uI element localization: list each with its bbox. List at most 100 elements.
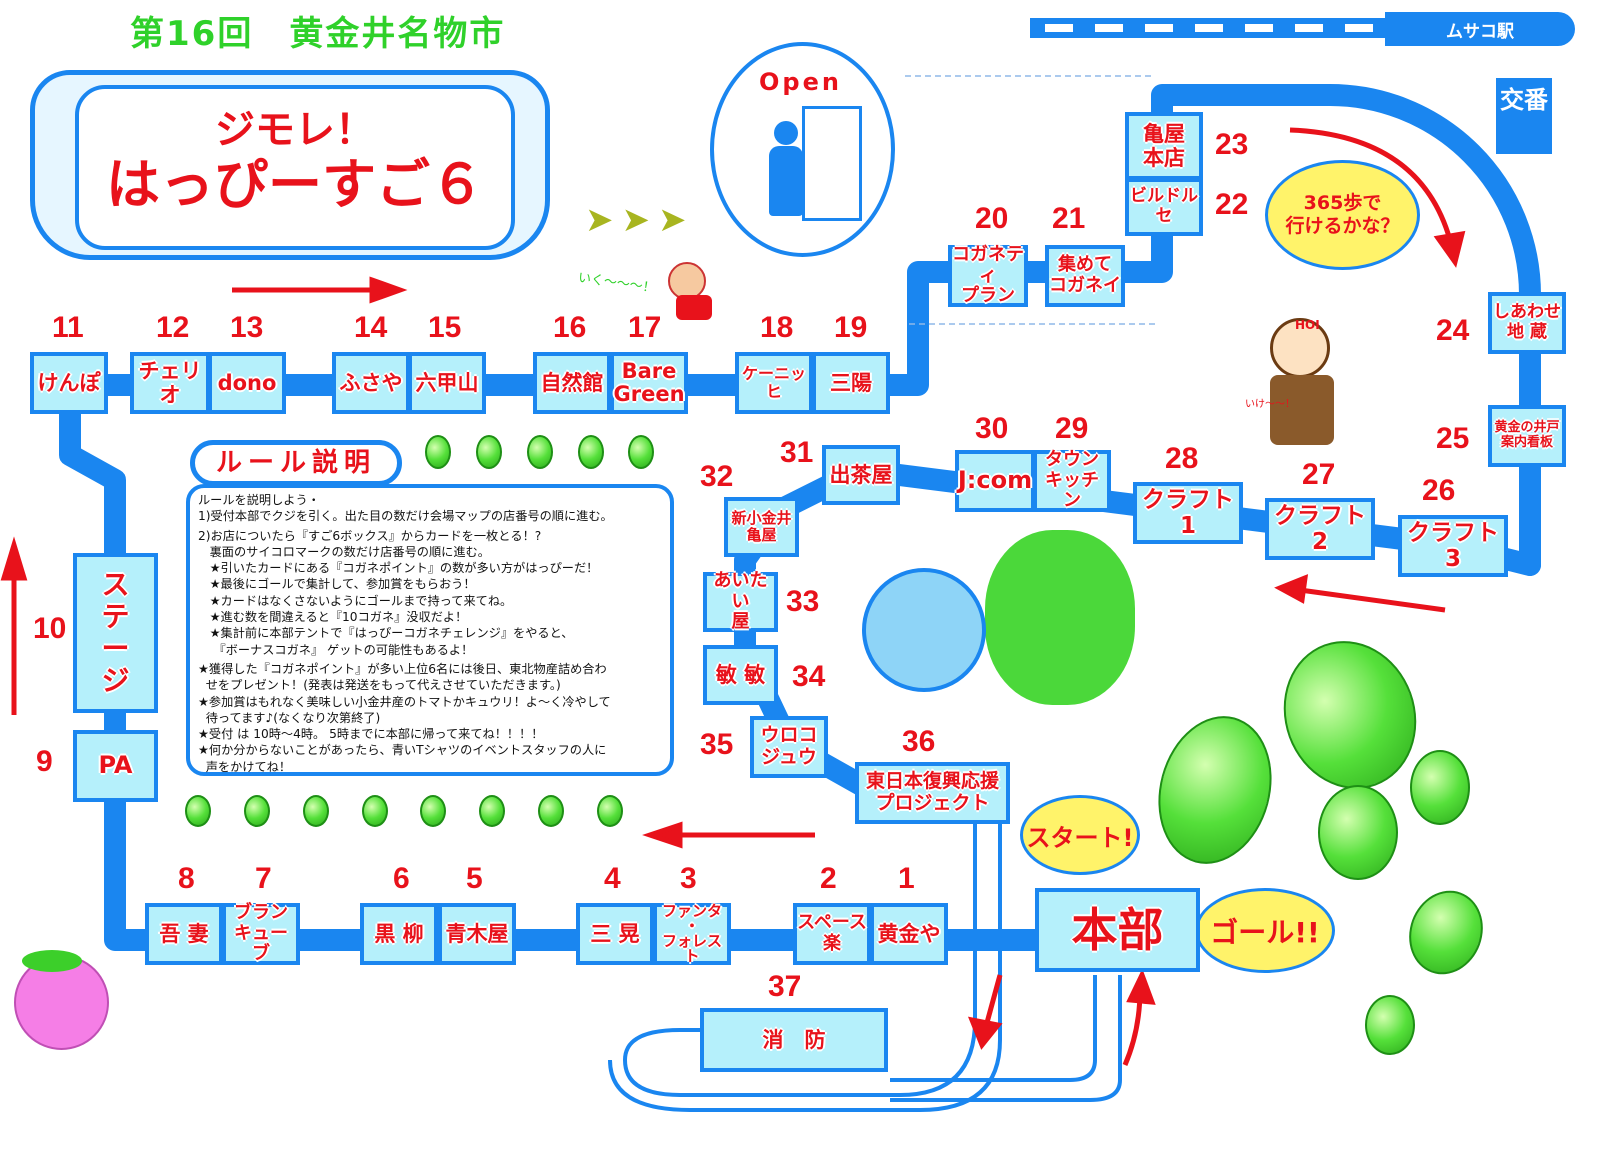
- booth-14[interactable]: ふさや: [332, 352, 410, 414]
- birds-icon: ➤➤➤: [585, 200, 695, 240]
- booth-number: 34: [792, 660, 826, 693]
- booth-number: 28: [1165, 442, 1199, 475]
- rules-line: ★カードはなくさないようにゴールまで持って来てね。: [198, 593, 513, 608]
- booth-18[interactable]: ケーニッヒ: [735, 352, 813, 414]
- booth-number: 23: [1215, 128, 1249, 161]
- booth-30[interactable]: J:com: [955, 450, 1035, 512]
- booth-number: 26: [1422, 474, 1456, 507]
- booth-11[interactable]: けんぽ: [30, 352, 108, 414]
- booth-name: 亀屋 本店: [1143, 121, 1185, 170]
- headquarters-booth[interactable]: 本部: [1035, 888, 1200, 972]
- booth-9[interactable]: PA: [73, 730, 158, 802]
- ike-speech: いけ〜〜！: [1245, 399, 1295, 410]
- booth-name: チェリオ: [138, 358, 202, 407]
- banner-line2: はっぴーすご６: [106, 153, 484, 216]
- booth-6[interactable]: 黒 柳: [360, 903, 438, 965]
- booth-2[interactable]: スペース 楽: [793, 903, 871, 965]
- koban-label: 交番: [1496, 78, 1552, 154]
- booth-1[interactable]: 黄金や: [870, 903, 948, 965]
- booth-number: 27: [1302, 458, 1336, 491]
- booth-8[interactable]: 吾 妻: [145, 903, 223, 965]
- booth-number: 31: [780, 436, 814, 469]
- dashed-guide: [905, 75, 1155, 325]
- rules-line: ★参加賞はもれなく美味しい小金井産のトマトかキュウリ！よ〜く冷やして: [198, 694, 611, 709]
- booth-name: 東日本復興応援 プロジェクト: [865, 770, 999, 814]
- booth-26[interactable]: クラフト3: [1398, 515, 1508, 577]
- booth-3[interactable]: ファンタ ・ フォレスト: [653, 903, 731, 965]
- beetle-icon: [476, 435, 502, 469]
- fountain-icon: [862, 568, 986, 692]
- booth-17[interactable]: Bare Green: [610, 352, 688, 414]
- rules-line: ★最後にゴールで集計して、参加賞をもらおう！: [198, 577, 476, 592]
- booth-number: 14: [354, 311, 388, 344]
- booth-16[interactable]: 自然館: [533, 352, 611, 414]
- booth-20[interactable]: コガネティ プラン: [948, 244, 1028, 307]
- booth-number: 4: [604, 862, 621, 895]
- booth-name: ビルドルセ: [1130, 186, 1198, 226]
- booth-5[interactable]: 青木屋: [438, 903, 516, 965]
- booth-32[interactable]: 新小金井 亀屋: [724, 497, 799, 557]
- booth-34[interactable]: 敏 敏: [703, 645, 778, 705]
- booth-name: 敏 敏: [715, 662, 766, 687]
- booth-name: dono: [217, 370, 277, 395]
- booth-number: 11: [52, 311, 84, 344]
- booth-number: 10: [33, 612, 67, 645]
- booth-36[interactable]: 東日本復興応援 プロジェクト: [855, 762, 1010, 824]
- beetle-icon: [1410, 750, 1470, 825]
- walking-person-icon: [774, 121, 798, 145]
- rules-line: ルールを説明しよう・: [198, 493, 320, 507]
- running-kid-icon: [668, 262, 706, 300]
- beetle-icon: [527, 435, 553, 469]
- booth-number: 1: [898, 862, 915, 895]
- booth-name: 黄金の井戸 案内看板: [1494, 420, 1560, 450]
- booth-name: 青木屋: [445, 921, 509, 946]
- booth-number: 30: [975, 412, 1009, 445]
- booth-4[interactable]: 三 晃: [576, 903, 654, 965]
- beetle-icon: [538, 795, 564, 827]
- rules-line: せをプレゼント！(発表は発送をもって代えさせていただきます。): [198, 678, 561, 693]
- booth-35[interactable]: ウロコ ジュウ: [750, 716, 828, 778]
- booth-27[interactable]: クラフト2: [1265, 498, 1375, 560]
- rules-line: ★引いたカードにある『コガネポイント』の数が多い方がはっぴーだ！: [198, 561, 599, 576]
- rules-line: 『ボーナスコガネ』 ゲットの可能性もあるよ！: [198, 642, 474, 657]
- booth-12[interactable]: チェリオ: [130, 352, 210, 414]
- rules-line: ★受付 は 10時〜4時。 5時までに本部に帰って来てね！！！！: [198, 727, 544, 742]
- booth-37[interactable]: 消 防: [700, 1008, 888, 1072]
- open-bubble: Open: [710, 42, 895, 257]
- rules-line: ★獲得した『コガネポイント』が多い上位6名には後日、東北物産詰め合わ: [198, 661, 607, 676]
- booth-name: 集めて コガネイ: [1049, 254, 1121, 296]
- arrow-west-2: [1299, 587, 1446, 613]
- booth-number: 29: [1055, 412, 1089, 445]
- beetle-icon: [1365, 995, 1415, 1055]
- booth-21[interactable]: 集めて コガネイ: [1045, 245, 1125, 307]
- booth-13[interactable]: dono: [208, 352, 286, 414]
- hoi-label: HOI: [1295, 318, 1320, 332]
- rules-line: 裏面のサイコロマークの数だけ店番号の順に進む。: [198, 544, 490, 559]
- booth-name: 三陽: [830, 370, 872, 395]
- booth-31[interactable]: 出茶屋: [822, 445, 900, 505]
- booth-number: 13: [230, 311, 264, 344]
- booth-24[interactable]: しあわせ 地 蔵: [1488, 292, 1566, 354]
- booth-number: 12: [156, 311, 190, 344]
- booth-23[interactable]: 亀屋 本店: [1125, 112, 1203, 180]
- booth-name: 吾 妻: [159, 921, 209, 946]
- booth-number: 25: [1436, 422, 1470, 455]
- rules-line: 1)受付本部でクジを引く。出た目の数だけ会場マップの店番号の順に進む。: [198, 509, 613, 524]
- booth-22[interactable]: ビルドルセ: [1125, 178, 1203, 236]
- booth-25[interactable]: 黄金の井戸 案内看板: [1488, 405, 1566, 467]
- title-banner: ジモレ！ はっぴーすご６: [30, 70, 550, 260]
- beetle-icon: [628, 435, 654, 469]
- booth-name: ふさや: [339, 370, 403, 395]
- rules-line: ★何か分からないことがあったら、青いTシャツのイベントスタッフの人に: [198, 743, 607, 758]
- beetle-icon: [578, 435, 604, 469]
- booth-10[interactable]: ス テ ー ジ: [73, 553, 158, 713]
- rules-title: ルール説明: [190, 440, 402, 486]
- booth-28[interactable]: クラフト1: [1133, 482, 1243, 544]
- booth-29[interactable]: タウン キッチン: [1033, 449, 1111, 512]
- booth-33[interactable]: あいたい 屋: [703, 570, 778, 632]
- booth-name: Bare Green: [613, 358, 685, 406]
- booth-number: 16: [553, 311, 587, 344]
- booth-15[interactable]: 六甲山: [408, 352, 486, 414]
- booth-7[interactable]: ブラン キューブ: [222, 902, 300, 965]
- booth-19[interactable]: 三陽: [812, 352, 890, 414]
